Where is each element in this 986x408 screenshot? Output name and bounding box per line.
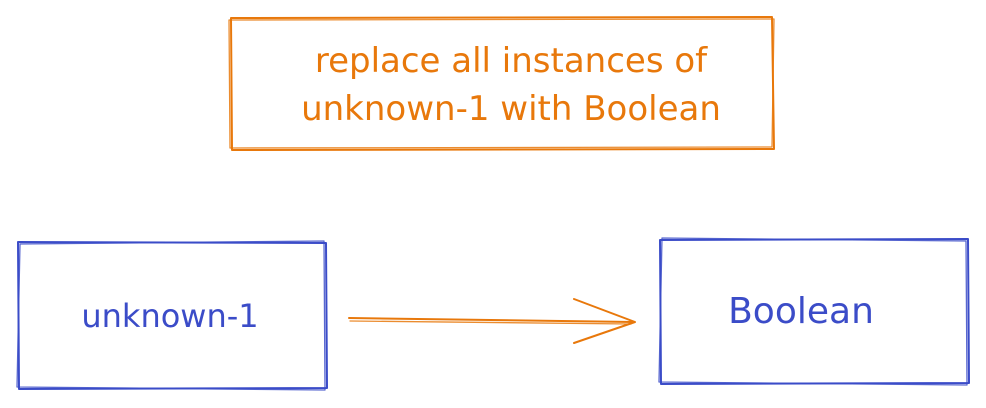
source-node-border-sketch: [16, 240, 326, 391]
target-node: Boolean: [658, 237, 970, 386]
instruction-note-border-sketch: [228, 18, 775, 149]
replace-arrow-head: [573, 298, 636, 344]
replace-arrow-shaft-sketch: [349, 320, 632, 325]
instruction-note: replace all instances of unknown-1 with …: [228, 16, 775, 151]
replace-arrow-shaft: [348, 317, 634, 323]
target-node-border-sketch: [658, 237, 968, 386]
source-node: unknown-1: [16, 240, 328, 391]
target-node-label: Boolean: [728, 291, 874, 332]
instruction-note-line-1: replace all instances of: [315, 41, 708, 81]
replace-arrow: [348, 298, 636, 344]
source-node-label: unknown-1: [81, 297, 258, 335]
source-node-border: [17, 241, 328, 390]
target-node-border: [659, 238, 970, 385]
instruction-note-border: [230, 16, 775, 151]
instruction-note-line-2: unknown-1 with Boolean: [301, 89, 721, 129]
